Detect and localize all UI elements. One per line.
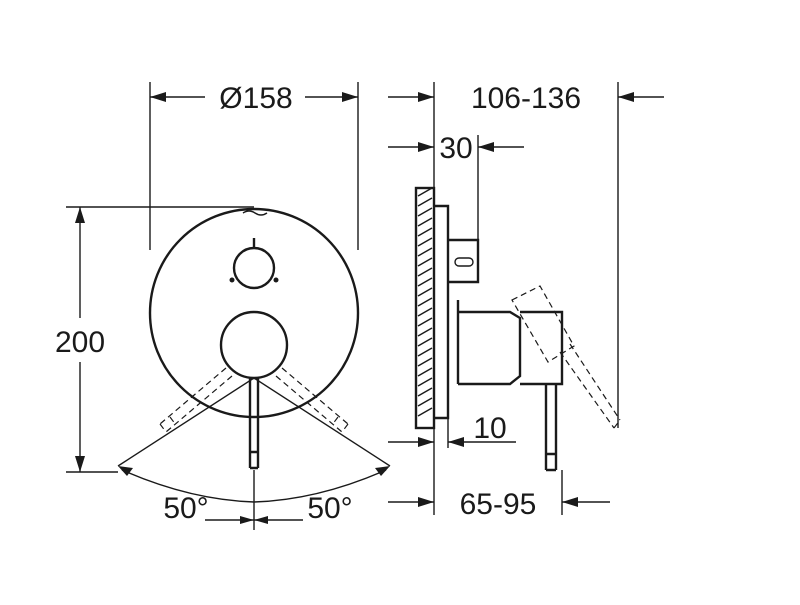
hatch-line [417, 367, 433, 377]
hatch-line [417, 407, 433, 417]
hatch-line [417, 307, 433, 317]
angle-base-arrow-left [240, 516, 254, 524]
hatch-line [417, 347, 433, 357]
wall-hatching [417, 187, 433, 417]
angle-arc-left [121, 469, 255, 503]
top-connector [448, 238, 480, 284]
hatch-line [417, 277, 433, 287]
dim-depth-range: 106-136 [388, 82, 664, 428]
angle-arrow-left [118, 466, 133, 476]
lever-ghost-right [275, 367, 349, 433]
dim-diameter-label: Ø158 [219, 82, 292, 115]
hatch-line [417, 327, 433, 337]
side-lever-ghost [511, 285, 621, 429]
logo-mark [242, 210, 268, 216]
hatch-line [417, 317, 433, 327]
hatch-line [417, 377, 433, 387]
hatch-line [417, 247, 433, 257]
hatch-line [417, 337, 433, 347]
wall-plate [414, 186, 436, 430]
hatch-line [417, 357, 433, 367]
valve-body [456, 300, 522, 386]
hatch-line [417, 287, 433, 297]
dim-depth-range-label: 106-136 [471, 82, 581, 115]
dim-projection-range: 65-95 [388, 428, 610, 521]
dim-offset-30-label: 30 [439, 132, 472, 165]
hatch-line [417, 207, 433, 217]
dim-offset-30: 30 [388, 132, 524, 240]
angle-base-arrow-right [254, 516, 268, 524]
dim-diameter: Ø158 [149, 82, 359, 250]
mixer-hub [219, 310, 289, 380]
angle-line-left [117, 377, 255, 467]
lever-ghost-left [159, 367, 233, 433]
hatch-line [417, 227, 433, 237]
cover-plate-circle [148, 207, 360, 419]
hatch-line [417, 397, 433, 407]
hatch-line [417, 237, 433, 247]
diverter-dot-right [273, 277, 279, 283]
hatch-line [417, 187, 433, 197]
angle-right-label: 50° [307, 492, 352, 525]
angle-line-right [253, 377, 391, 467]
diverter-knob [232, 246, 276, 290]
dim-height-label: 200 [55, 326, 105, 359]
hatch-line [417, 197, 433, 207]
hatch-line [417, 297, 433, 307]
diverter-dot-left [229, 277, 235, 283]
flange [434, 204, 450, 420]
hatch-line [417, 217, 433, 227]
dim-height: 200 [55, 206, 254, 473]
front-view [117, 207, 391, 530]
angle-arc-right [253, 469, 387, 503]
mixer-lever [248, 378, 260, 470]
hatch-line [417, 387, 433, 397]
handle-base [520, 310, 564, 386]
dim-offset-10-label: 10 [473, 412, 506, 445]
angle-left-label: 50° [163, 492, 208, 525]
side-lever [544, 384, 558, 472]
angle-arrow-right [375, 466, 390, 476]
hatch-line [417, 267, 433, 277]
connector-slot [454, 257, 474, 267]
hatch-line [417, 257, 433, 267]
dim-offset-10: 10 [388, 412, 516, 448]
side-view [414, 186, 621, 472]
dim-projection-range-label: 65-95 [460, 488, 537, 521]
